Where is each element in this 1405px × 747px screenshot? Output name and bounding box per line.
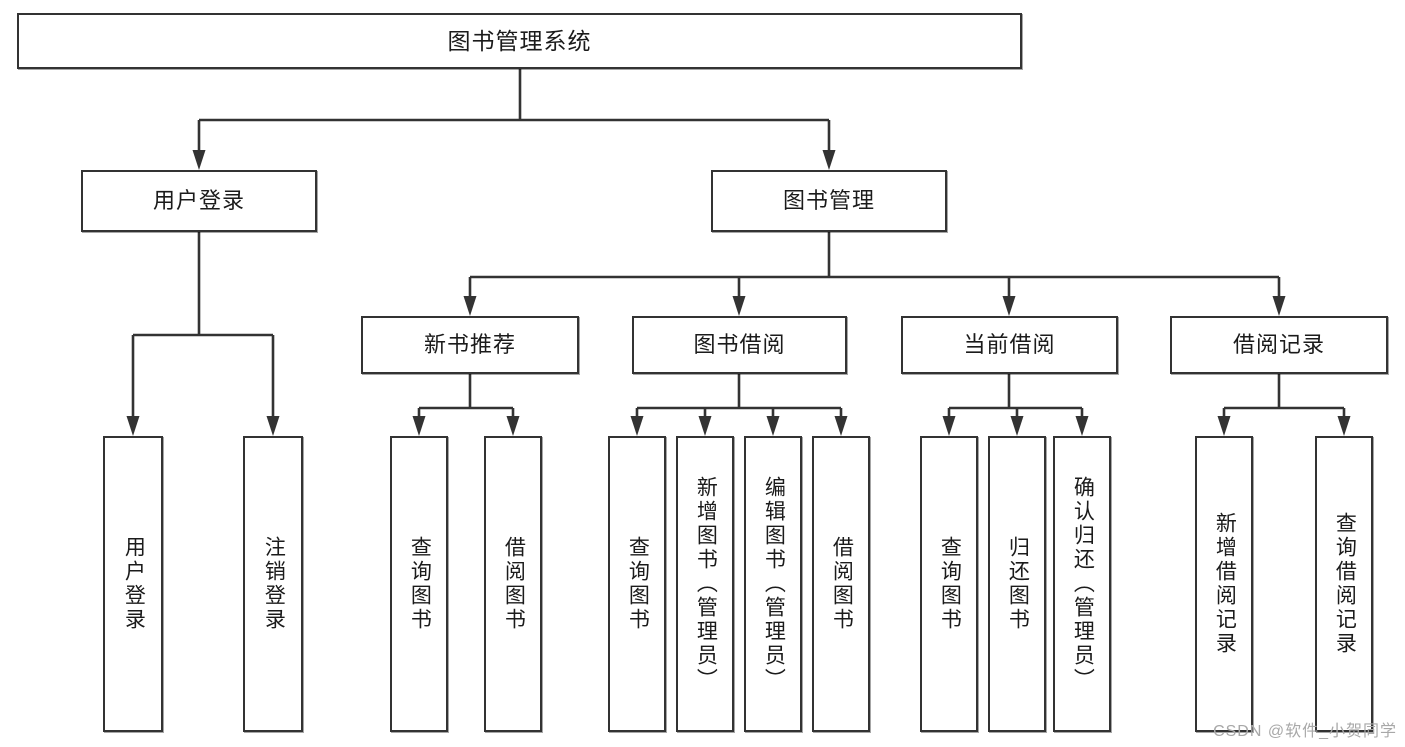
node-label: 编辑图书（管理员）	[762, 476, 786, 692]
node-label: 查询图书	[408, 536, 432, 632]
node-leaf-query-book-2[interactable]: 查询图书	[608, 436, 666, 732]
node-book-borrow[interactable]: 图书借阅	[632, 316, 847, 374]
node-label: 借阅图书	[830, 536, 854, 632]
node-label: 确认归还（管理员）	[1071, 476, 1095, 692]
node-book-manage[interactable]: 图书管理	[711, 170, 947, 232]
node-label: 用户登录	[152, 188, 245, 214]
node-leaf-query-book-3[interactable]: 查询图书	[920, 436, 978, 732]
node-label: 图书借阅	[693, 332, 786, 358]
node-leaf-add-record[interactable]: 新增借阅记录	[1195, 436, 1253, 732]
node-leaf-borrow-book-2[interactable]: 借阅图书	[812, 436, 870, 732]
node-leaf-add-book[interactable]: 新增图书（管理员）	[676, 436, 734, 732]
node-leaf-return-book[interactable]: 归还图书	[988, 436, 1046, 732]
node-leaf-borrow-book-1[interactable]: 借阅图书	[484, 436, 542, 732]
node-leaf-edit-book[interactable]: 编辑图书（管理员）	[744, 436, 802, 732]
node-label: 查询图书	[626, 536, 650, 632]
node-root[interactable]: 图书管理系统	[17, 13, 1022, 69]
node-leaf-query-record[interactable]: 查询借阅记录	[1315, 436, 1373, 732]
node-label: 借阅图书	[502, 536, 526, 632]
node-label: 用户登录	[122, 536, 146, 632]
node-label: 图书管理系统	[447, 27, 592, 54]
node-leaf-query-book-1[interactable]: 查询图书	[390, 436, 448, 732]
node-leaf-confirm-return[interactable]: 确认归还（管理员）	[1053, 436, 1111, 732]
node-label: 查询图书	[938, 536, 962, 632]
node-label: 注销登录	[262, 536, 286, 632]
node-label: 查询借阅记录	[1333, 512, 1357, 656]
node-new-book-recommend[interactable]: 新书推荐	[361, 316, 579, 374]
node-label: 新书推荐	[423, 332, 516, 358]
node-label: 当前借阅	[963, 332, 1056, 358]
watermark-text: CSDN @软件_小贺同学	[1213, 723, 1397, 740]
node-label: 新增借阅记录	[1213, 512, 1237, 656]
node-label: 归还图书	[1006, 536, 1030, 632]
node-leaf-logout[interactable]: 注销登录	[243, 436, 303, 732]
node-user-login[interactable]: 用户登录	[81, 170, 317, 232]
node-label: 借阅记录	[1232, 332, 1325, 358]
node-current-borrow[interactable]: 当前借阅	[901, 316, 1118, 374]
node-borrow-record[interactable]: 借阅记录	[1170, 316, 1388, 374]
node-label: 新增图书（管理员）	[694, 476, 718, 692]
node-label: 图书管理	[782, 188, 875, 214]
node-leaf-user-login[interactable]: 用户登录	[103, 436, 163, 732]
